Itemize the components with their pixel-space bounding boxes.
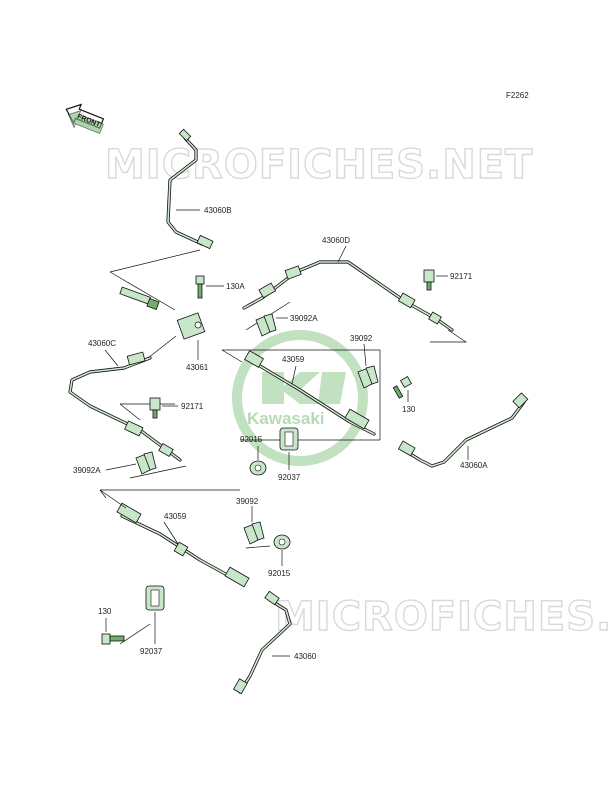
label-43060D: 43060D <box>322 236 350 245</box>
label-43060A: 43060A <box>460 461 488 470</box>
label-92015-center: 92015 <box>240 435 263 444</box>
bolt-130A <box>195 275 205 299</box>
label-39092-bottom: 39092 <box>236 497 259 506</box>
kawasaki-logo: Kawasaki <box>232 330 368 466</box>
label-43060: 43060 <box>294 652 317 661</box>
label-130A: 130A <box>226 282 245 291</box>
sensor-92171-top <box>423 269 435 291</box>
hose-43059-center <box>244 350 376 436</box>
watermark-bottom: MICROFICHES.NET <box>275 594 611 640</box>
clamp-92037-center <box>279 427 299 451</box>
label-43061: 43061 <box>186 363 209 372</box>
label-39092-center: 39092 <box>350 334 373 343</box>
front-arrow-icon: FRONT <box>65 103 105 135</box>
junction-block-43061 <box>119 286 206 340</box>
label-130-center: 130 <box>402 405 416 414</box>
label-92171-left: 92171 <box>181 402 204 411</box>
label-43060C: 43060C <box>88 339 116 348</box>
logo-wordmark: Kawasaki <box>247 409 325 428</box>
watermark-top: MICROFICHES.NET <box>105 142 533 188</box>
sensor-92171-left <box>149 397 161 419</box>
label-43060B: 43060B <box>204 206 232 215</box>
hose-43059-bottom <box>116 502 250 588</box>
clip-39092-center <box>357 365 379 389</box>
figure-code: F2262 <box>506 91 529 100</box>
pipe-43060C <box>68 351 182 462</box>
clip-39092A-left <box>135 451 157 475</box>
washer-92015-bottom <box>273 534 291 550</box>
label-92037-bottom: 92037 <box>140 647 163 656</box>
clip-39092A-top <box>255 313 277 337</box>
label-39092A-top: 39092A <box>290 314 318 323</box>
label-43059-bottom: 43059 <box>164 512 187 521</box>
label-130-bottom: 130 <box>98 607 112 616</box>
label-43059-center: 43059 <box>282 355 305 364</box>
pipe-43060D <box>242 260 454 332</box>
clip-39092-bottom <box>243 521 265 545</box>
label-39092A-left: 39092A <box>73 466 101 475</box>
label-92037-center: 92037 <box>278 473 301 482</box>
pipe-43060A <box>397 392 529 468</box>
clamp-92037-bottom <box>145 585 165 611</box>
label-92015-bottom: 92015 <box>268 569 291 578</box>
washer-92015-center <box>249 460 267 476</box>
pipe-43060B <box>166 128 214 250</box>
bolt-130-center <box>392 375 413 399</box>
label-92171-top: 92171 <box>450 272 473 281</box>
bolt-130-bottom <box>101 633 125 645</box>
pipe-43060 <box>232 590 292 695</box>
